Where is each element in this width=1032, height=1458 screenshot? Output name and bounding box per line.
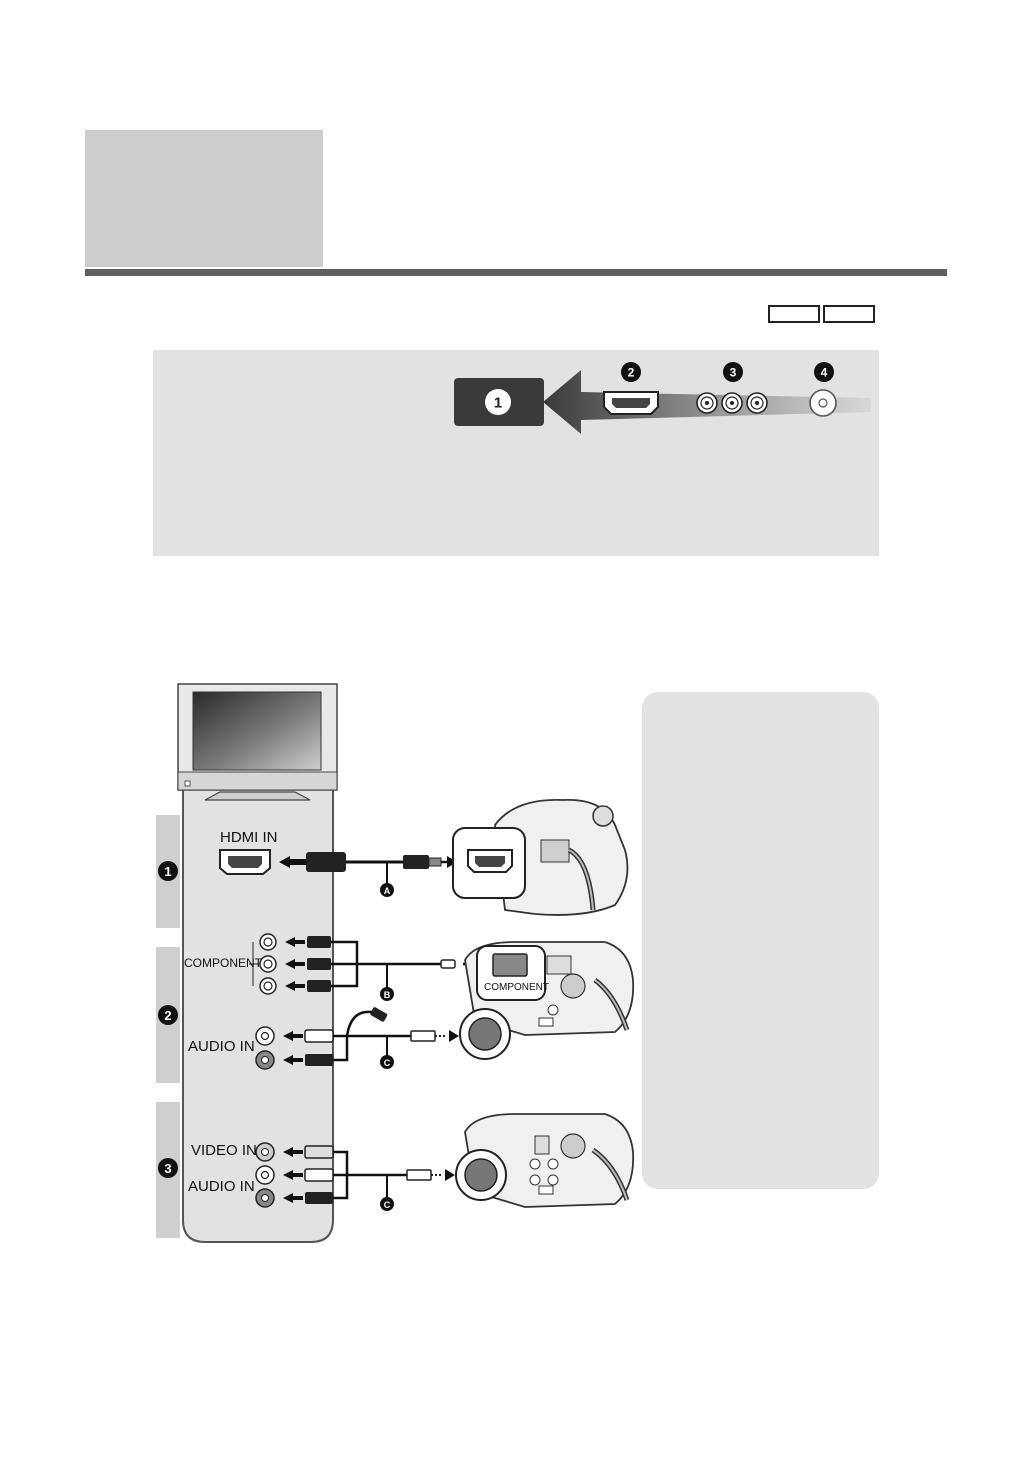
row-tab-2: 2 bbox=[156, 947, 180, 1083]
component-port-label: COMPONENT bbox=[484, 982, 549, 993]
component-label: COMPONENT bbox=[184, 956, 262, 970]
badge-1 bbox=[485, 389, 511, 415]
badge-4 bbox=[814, 362, 834, 382]
badge-2 bbox=[621, 362, 641, 382]
rca-jack-icon bbox=[696, 392, 768, 414]
row-3-number: 3 bbox=[158, 1158, 178, 1178]
cable-b-marker bbox=[380, 987, 394, 1001]
hdmi-in-label: HDMI IN bbox=[220, 829, 278, 846]
title-rule bbox=[85, 269, 947, 276]
video-audio-jacks bbox=[255, 1142, 275, 1208]
notes-panel bbox=[642, 692, 879, 1189]
cable-c-marker-row2 bbox=[380, 1055, 394, 1069]
badge-4-label: 4 bbox=[821, 366, 828, 380]
hdmi-port-icon bbox=[603, 391, 659, 415]
av-cable-row3 bbox=[283, 1145, 455, 1204]
audio-in-label-row3: AUDIO IN bbox=[188, 1178, 255, 1195]
camera-icon bbox=[452, 799, 629, 916]
camera-side-icon-row2 bbox=[459, 941, 635, 1060]
audio-in-label-row2: AUDIO IN bbox=[188, 1038, 255, 1055]
single-jack-icon bbox=[809, 389, 837, 417]
hdmi-in-port bbox=[219, 849, 271, 875]
video-in-label: VIDEO IN bbox=[191, 1142, 257, 1159]
tv-icon bbox=[177, 683, 338, 801]
tv-panel bbox=[182, 785, 334, 1243]
row-tab-1: 1 bbox=[156, 815, 180, 928]
badge-1-label: 1 bbox=[494, 395, 502, 412]
priority-diagram: 1 2 3 4 bbox=[454, 362, 871, 434]
connection-diagram: A B bbox=[177, 683, 635, 1243]
cable-a-label: A bbox=[384, 886, 391, 896]
badge-3-label: 3 bbox=[730, 366, 737, 380]
cable-c-label-row3: C bbox=[384, 1200, 391, 1210]
title-block bbox=[85, 130, 323, 267]
badge-3 bbox=[723, 362, 743, 382]
av-cable-row2 bbox=[283, 1007, 459, 1066]
cable-b-label: B bbox=[384, 990, 391, 1000]
mode-box-1 bbox=[768, 305, 820, 323]
cable-a-marker bbox=[380, 883, 394, 897]
cable-c-marker-row3 bbox=[380, 1197, 394, 1211]
badge-2-label: 2 bbox=[628, 366, 635, 380]
cable-c-label-row2: C bbox=[384, 1058, 391, 1068]
mode-box-2 bbox=[823, 305, 875, 323]
row-2-number: 2 bbox=[158, 1005, 178, 1025]
component-cable bbox=[285, 936, 479, 992]
hdmi-cable bbox=[279, 852, 457, 885]
audio-in-jacks-row2 bbox=[255, 1026, 275, 1070]
camera-side-icon-row3 bbox=[455, 1113, 635, 1208]
row-tab-3: 3 bbox=[156, 1102, 180, 1238]
component-jacks bbox=[249, 933, 277, 995]
row-1-number: 1 bbox=[158, 861, 178, 881]
